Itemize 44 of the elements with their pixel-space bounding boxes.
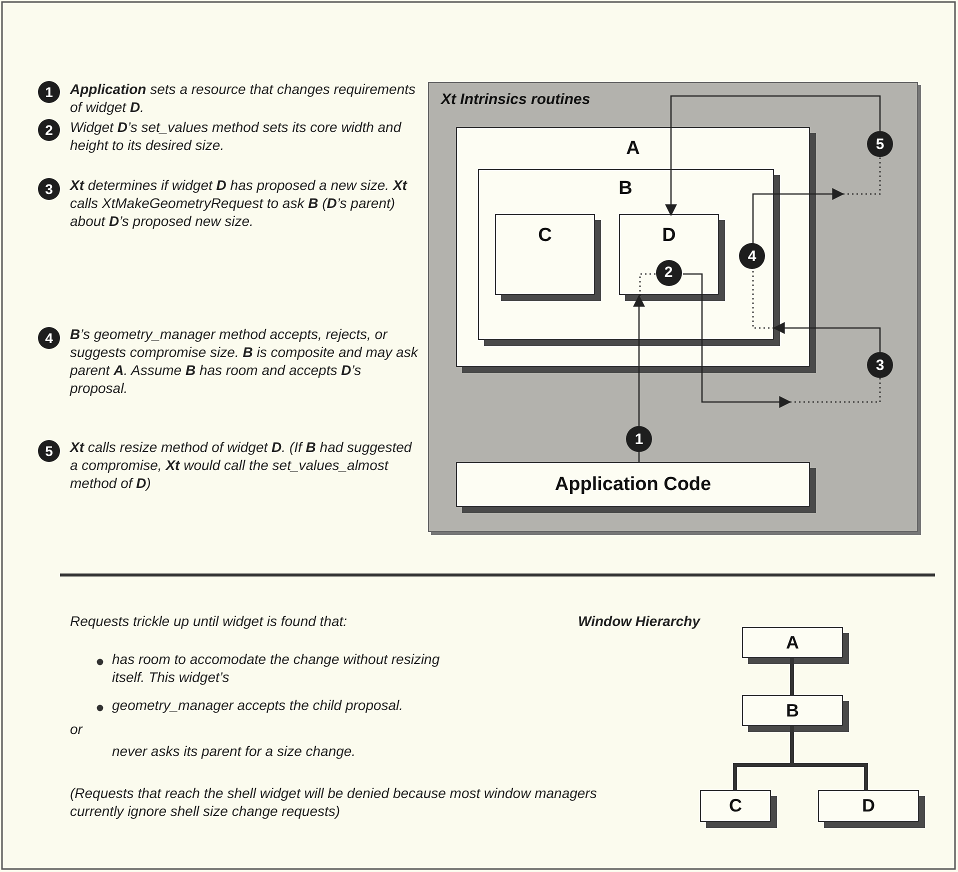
- step-number: 5: [38, 440, 60, 462]
- step-number: 3: [867, 352, 893, 378]
- arrow: [633, 294, 645, 426]
- panel: [428, 82, 918, 532]
- note-text: Widget D’s set_values method sets its core width and height to its desired size.: [70, 118, 402, 154]
- arrow: [752, 188, 844, 244]
- box-label: B: [786, 700, 799, 721]
- step-number: 5: [867, 131, 893, 157]
- arrow: [683, 273, 792, 408]
- section-title: Window Hierarchy: [578, 612, 702, 630]
- note-text: (Requests that reach the shell widget will be denied because most window managers currently ignore shell size change requests): [70, 784, 598, 820]
- note-text: Xt determines if widget D has proposed a new size. Xt calls XtMakeGeometryRequest to ask B (D’s parent) about D’s proposed new size.: [70, 176, 408, 230]
- step-number: 2: [38, 119, 60, 141]
- box-label: C: [729, 796, 742, 816]
- arrow: [772, 322, 881, 352]
- connector-line: [843, 157, 881, 195]
- connector-line: [639, 273, 657, 296]
- box-label: A: [626, 138, 640, 160]
- box-label: C: [538, 225, 552, 247]
- note-text: has room to accomodate the change without resizing itself. This widget’s: [112, 650, 441, 686]
- note-text: geometry_manager accepts the child proposal.: [112, 696, 404, 714]
- connector-line: [790, 658, 794, 695]
- connector-line: [638, 452, 640, 462]
- step-number: 3: [38, 178, 60, 200]
- box-label: D: [662, 225, 676, 247]
- arrow: [665, 95, 881, 216]
- note-text: Xt calls resize method of widget D. (If B had suggested a compromise, Xt would call the set_values_almost method of D): [70, 438, 413, 492]
- box-label: Application Code: [554, 474, 712, 496]
- connector-line: [752, 270, 774, 329]
- connector-line: [790, 378, 881, 403]
- step-number: 2: [656, 260, 682, 286]
- step-number: 4: [38, 327, 60, 349]
- box-label: D: [862, 796, 875, 816]
- step-number: 1: [626, 426, 652, 452]
- note-text: never asks its parent for a size change.: [112, 742, 357, 760]
- note-text: or: [70, 720, 82, 738]
- step-number: 1: [38, 81, 60, 103]
- step-number: 4: [739, 243, 765, 269]
- note-text: B’s geometry_manager method accepts, rejects, or suggests compromise size. B is composite and may ask parent A. Assume B has room and accepts D’s proposal.: [70, 325, 418, 397]
- note-text: Application sets a resource that changes requirements of widget D.: [70, 80, 416, 116]
- note-text: Requests trickle up until widget is found that:: [70, 612, 348, 630]
- box-label: A: [786, 632, 799, 653]
- panel-heading: Xt Intrinsics routines: [441, 91, 590, 108]
- box-label: B: [618, 178, 632, 200]
